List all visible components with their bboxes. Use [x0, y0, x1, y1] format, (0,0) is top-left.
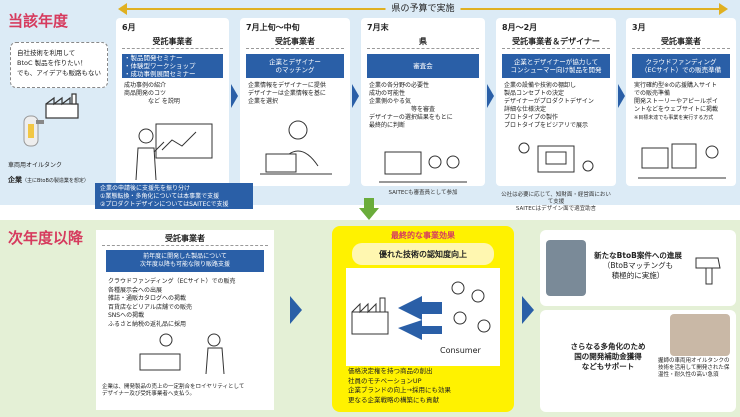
flow-arrow — [487, 84, 494, 108]
flow-arrow — [231, 84, 238, 108]
step-card-4: 8月～2月 受託事業者＆デザイナー 企業とデザイナーが協力して コンシューマー向… — [496, 18, 616, 186]
designer-laptop-illustration — [252, 114, 340, 182]
factory-icon — [44, 92, 80, 120]
hair-dryer-icon — [690, 248, 730, 288]
next-year-actor: 受託事業者 — [96, 233, 274, 244]
result-btob-title: 新たなBtoB案件への進展 — [594, 251, 682, 260]
flow-arrow — [290, 296, 302, 324]
step-items: 企業の各分野の必要性 成功の可能性 企業側のやる気 等を審査 デザイナーの選択結… — [369, 82, 481, 130]
budget-span-arrow: 県の予算で実施 — [118, 2, 728, 16]
step-subtitle: クラウドファンディング （ECサイト）での販売準備 — [632, 54, 730, 78]
btob-photo — [546, 240, 586, 296]
oil-tank-image — [18, 110, 48, 152]
step-card-2: 7月上旬～中旬 受託事業者 企業とデザイナー のマッチング 企業情報をデザイナー… — [240, 18, 350, 186]
step-items: 成功事例の紹介 商品開発のコツ など を説明 — [124, 82, 225, 106]
next-year-card: 受託事業者 前年度に開発した製品について 次年度以降も可能な限り販路支援 クラウ… — [96, 230, 274, 410]
step-subtitle: 企業とデザイナー のマッチング — [246, 54, 344, 78]
seminar-illustration — [126, 118, 218, 182]
step-card-3: 7月末 県 審査会 企業の各分野の必要性 成功の可能性 企業側のやる気 等を審査… — [361, 18, 485, 186]
step-note: 公社は必要に応じて、知財面・経営面において支援 SAITECはデザイン面で適宜助… — [500, 192, 612, 213]
review-meeting-illustration — [375, 150, 471, 190]
down-arrow-icon — [359, 198, 379, 220]
oil-tank-label: 車両用オイルタンク — [8, 160, 62, 169]
teapot-photo — [670, 314, 730, 356]
flow-arrow — [522, 296, 534, 324]
next-year-items: クラウドファンディング（ECサイト）での販売 各種展示会への出展 雑誌・通販カタ… — [108, 278, 236, 329]
current-year-title: 当該年度 — [8, 10, 68, 31]
effect-items: 価格決定権を持つ商品の創出 社員のモチベーションUP 企業ブランドの向上→採用に… — [348, 367, 451, 405]
crowdfunding-shipping-illustration — [636, 138, 728, 184]
effect-highlight: 優れた技術の認知度向上 — [352, 243, 494, 265]
effect-title: 最終的な事業効果 — [332, 230, 514, 241]
company-label: 企業（主にBtoBの製造業を想定） — [8, 175, 89, 185]
step-note: SAITECも審査員として参加 — [365, 190, 481, 197]
next-year-title: 次年度以降 — [8, 227, 83, 248]
final-effect-box: 最終的な事業効果 優れた技術の認知度向上 Consumer 価格決定権を持つ商品… — [332, 226, 514, 412]
step-subtitle: 審査会 — [367, 54, 479, 78]
result-btob-box: 新たなBtoB案件への進展 （BtoBマッチングも 積極的に実施） — [540, 230, 736, 306]
step-card-1: 6月 受託事業者 ・製品開発セミナー ・体験型ワークショップ ・成功事例展開セミ… — [116, 18, 229, 186]
step-actor: 受託事業者＆デザイナー — [496, 36, 616, 47]
budget-label: 県の予算で実施 — [385, 1, 460, 14]
step-period: 7月末 — [367, 22, 389, 33]
step-items: 企業情報をデザイナーに提供 デザイナーは企業情報を基に 企業を選択 — [248, 82, 346, 106]
step-period: 7月上旬～中旬 — [246, 22, 300, 33]
result-diversify-text: さらなる多角化のため 国の開発補助金獲得 などもサポート — [560, 342, 656, 372]
step-actor: 受託事業者 — [240, 36, 350, 47]
flow-arrow — [352, 84, 359, 108]
step-actor: 受託事業者 — [626, 36, 736, 47]
consumer-label: Consumer — [440, 346, 481, 355]
step-items: 企業の設備や技術の棚卸し 製品コンセプトの決定 デザイナーがプロダクトデザイン … — [504, 82, 612, 130]
shop-illustration — [126, 330, 246, 380]
step-subtitle: ・製品開発セミナー ・体験型ワークショップ ・成功事例展開セミナー — [122, 54, 223, 78]
step-card-5: 3月 受託事業者 クラウドファンディング （ECサイト）での販売準備 実行確約型… — [626, 18, 736, 186]
step-actor: 県 — [361, 36, 485, 47]
step-items: 実行確約型※の応援購入サイト での販売準備 開発ストーリーやアピールポイ ントな… — [634, 82, 732, 122]
flow-arrow — [618, 84, 625, 108]
company-speech-bubble: 自社技術を利用して BtoC 製品を作りたい！ でも、アイデアも販路もない — [10, 42, 108, 88]
result-diversify-box: さらなる多角化のため 国の開発補助金獲得 などもサポート 握師の車両用オイルタン… — [540, 310, 736, 412]
step-period: 6月 — [122, 22, 136, 33]
next-year-subtitle: 前年度に開発した製品について 次年度以降も可能な限り販路支援 — [106, 250, 264, 272]
prototype-dev-illustration — [512, 136, 600, 184]
teapot-caption: 握師の車両用オイルタンクの技術を活用して開発された保温性・耐久性の高い急須 — [658, 358, 734, 379]
step-subtitle: 企業とデザイナーが協力して コンシューマー向け製品を開発 — [502, 54, 610, 78]
step-period: 8月～2月 — [502, 22, 537, 33]
result-btob-sub: （BtoBマッチングも 積極的に実施） — [590, 261, 686, 281]
support-routing-box: 企業の申請後に支援先を振り分け ①業態転換・多角化については本事業で支援 ②プロ… — [95, 183, 253, 209]
next-year-note: 企業は、開発製品の売上の一定割合をロイヤリティとして デザイナー及び受託事業者へ… — [102, 384, 268, 398]
step-period: 3月 — [632, 22, 646, 33]
step-actor: 受託事業者 — [116, 36, 229, 47]
